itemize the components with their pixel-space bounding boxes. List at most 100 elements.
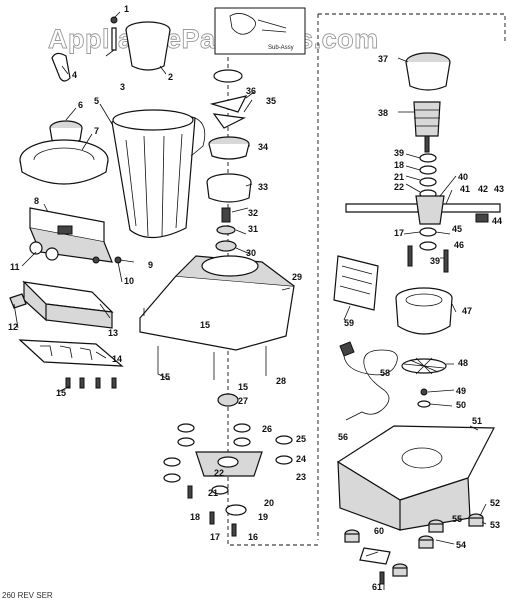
part-base-29 <box>139 275 295 351</box>
armature-windings <box>414 109 440 127</box>
switch-contacts <box>40 345 93 361</box>
callout-56: 56 <box>338 432 348 442</box>
callout-8: 8 <box>34 196 39 206</box>
switch-window <box>57 225 73 235</box>
cord-plug <box>339 341 355 357</box>
callout-58: 58 <box>380 368 390 378</box>
callout-14: 14 <box>112 354 122 364</box>
callout-51: 51 <box>472 416 482 426</box>
callout-3: 3 <box>120 82 125 92</box>
panel-lines <box>339 265 373 295</box>
rubber-feet <box>344 513 484 577</box>
callout-9: 9 <box>148 260 153 270</box>
callout-32: 32 <box>248 208 258 218</box>
jar-rim <box>112 109 194 131</box>
callout-13: 13 <box>108 328 118 338</box>
part-washer-39b <box>419 241 437 251</box>
part-coupler-37-body <box>405 61 451 91</box>
callout-24: 24 <box>296 454 306 464</box>
part-panel-59 <box>333 255 379 311</box>
part-shaft-32 <box>221 207 231 223</box>
part-field-40-41 <box>415 195 445 225</box>
callout-50: 50 <box>456 400 466 410</box>
callout-44: 44 <box>492 216 502 226</box>
motor-assembly-dashed-outline <box>317 13 506 540</box>
callout-39b: 39 <box>430 256 440 266</box>
callout-46: 46 <box>454 240 464 250</box>
callout-31: 31 <box>248 224 258 234</box>
part-base-34-body <box>208 143 250 160</box>
base-51-vents <box>401 447 443 469</box>
part-nut-31 <box>216 225 236 235</box>
callout-15d: 15 <box>238 382 248 392</box>
callout-23: 23 <box>296 472 306 482</box>
callout-16: 16 <box>248 532 258 542</box>
callout-18: 18 <box>190 512 200 522</box>
motor-washers <box>419 153 437 199</box>
callout-25: 25 <box>296 434 306 444</box>
part-brush-bar-right <box>437 203 501 213</box>
part-screw-9 <box>92 256 100 264</box>
callout-18b: 18 <box>394 160 404 170</box>
inset-label: Sub-Assy <box>268 45 294 51</box>
callout-15a: 15 <box>56 388 66 398</box>
callout-6: 6 <box>78 100 83 110</box>
callout-43: 43 <box>494 184 504 194</box>
fan-blades <box>403 357 445 375</box>
part-armature-38 <box>413 101 441 137</box>
callout-29: 29 <box>292 272 302 282</box>
callout-54: 54 <box>456 540 466 550</box>
callout-59: 59 <box>344 318 354 328</box>
part-ring-33-body <box>206 181 252 203</box>
part-collar-7-side <box>19 159 109 185</box>
callout-20: 20 <box>264 498 274 508</box>
callout-37: 37 <box>378 54 388 64</box>
armature-shaft <box>424 135 430 153</box>
part-screw-1 <box>110 16 118 24</box>
callout-36: 36 <box>246 86 256 96</box>
callout-49: 49 <box>456 386 466 396</box>
part-washer-45 <box>419 227 437 237</box>
part-housing-47-body <box>395 297 453 335</box>
callout-12: 12 <box>8 322 18 332</box>
callout-10: 10 <box>124 276 134 286</box>
screws-15-group <box>65 377 117 389</box>
callout-42: 42 <box>478 184 488 194</box>
callout-22: 22 <box>214 468 224 478</box>
part-brush-44 <box>475 213 489 223</box>
part-washer-50 <box>417 400 431 408</box>
jar-handle <box>190 117 206 157</box>
callout-41: 41 <box>460 184 470 194</box>
part-screw-46 <box>443 249 449 273</box>
callout-33: 33 <box>258 182 268 192</box>
part-clip-4 <box>51 52 71 82</box>
callout-30: 30 <box>246 248 256 258</box>
callout-2: 2 <box>168 72 173 82</box>
part-blade-36 <box>209 95 248 129</box>
leader-lines <box>13 11 487 590</box>
callout-22b: 22 <box>394 182 404 192</box>
callout-34: 34 <box>258 142 268 152</box>
callout-45: 45 <box>452 224 462 234</box>
part-button-11b <box>45 247 59 261</box>
callout-21b: 21 <box>394 172 404 182</box>
part-pin-3 <box>111 27 117 51</box>
part-brush-bar <box>345 203 419 213</box>
callout-21: 21 <box>208 488 218 498</box>
part-label-60 <box>359 547 391 565</box>
callout-60: 60 <box>374 526 384 536</box>
callout-1: 1 <box>124 4 129 14</box>
part-screw-17 <box>407 245 413 267</box>
callout-15c: 15 <box>200 320 210 330</box>
part-seal-35 <box>213 69 243 83</box>
callout-28: 28 <box>276 376 286 386</box>
part-nut-49 <box>420 388 428 396</box>
bearing-stack <box>163 393 293 537</box>
callout-26: 26 <box>262 424 272 434</box>
callout-61: 61 <box>372 582 382 592</box>
callout-38: 38 <box>378 108 388 118</box>
callout-19: 19 <box>258 512 268 522</box>
callout-17b: 17 <box>394 228 404 238</box>
callout-5: 5 <box>94 96 99 106</box>
